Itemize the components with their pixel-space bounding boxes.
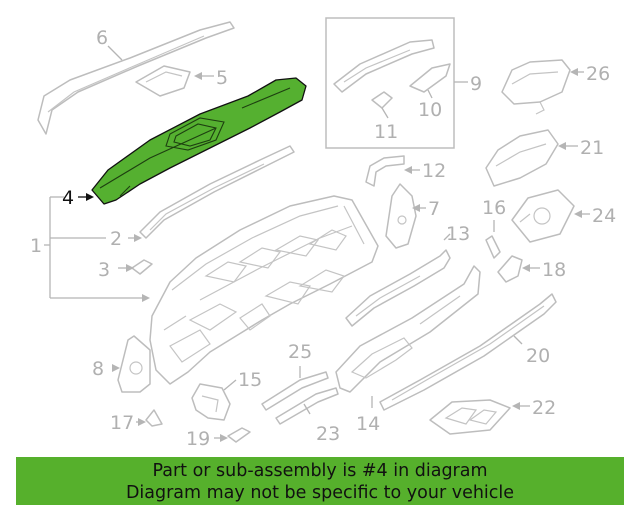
callout-3: 3 <box>98 259 110 281</box>
callout-4: 4 <box>62 187 74 209</box>
callout-22: 22 <box>532 397 556 419</box>
callout-6: 6 <box>96 27 108 49</box>
part-1-bracket <box>44 196 150 302</box>
part-15-bracket[interactable] <box>191 383 231 421</box>
callout-20: 20 <box>526 345 550 367</box>
callout-8: 8 <box>92 358 104 380</box>
callout-14: 14 <box>356 413 380 435</box>
part-20-trim-bar[interactable] <box>379 293 557 411</box>
banner-line-2: Diagram may not be specific to your vehi… <box>125 483 515 503</box>
part-5-cover[interactable] <box>135 65 191 97</box>
part-7-side-panel[interactable] <box>385 183 417 249</box>
callout-9: 9 <box>470 73 482 95</box>
part-4-upper-panel[interactable] <box>91 77 307 205</box>
callout-26: 26 <box>586 63 610 85</box>
part-14-lower-panel[interactable] <box>335 265 481 393</box>
callout-2: 2 <box>110 228 122 250</box>
part-6-trim-strip[interactable] <box>37 21 235 135</box>
part-12-curved-trim[interactable] <box>365 155 405 187</box>
part-8-end-cap[interactable] <box>117 335 151 393</box>
part-24-control-panel[interactable] <box>511 189 575 243</box>
callout-18: 18 <box>542 259 566 281</box>
callout-21: 21 <box>580 137 604 159</box>
callout-5: 5 <box>216 67 228 89</box>
part-3-clip[interactable] <box>131 259 153 275</box>
callout-17: 17 <box>110 412 134 434</box>
callout-10: 10 <box>418 99 442 121</box>
part-16-switch[interactable] <box>485 235 501 259</box>
part-19-button[interactable] <box>227 427 251 443</box>
part-26-module[interactable] <box>501 59 571 115</box>
callout-1: 1 <box>30 235 42 257</box>
part-17-clip[interactable] <box>145 409 163 427</box>
part-25-trim[interactable] <box>261 371 329 411</box>
part-2-strip[interactable] <box>139 145 295 239</box>
info-banner: Part or sub-assembly is #4 in diagram Di… <box>16 457 624 505</box>
callout-11: 11 <box>374 121 398 143</box>
callout-15: 15 <box>238 369 262 391</box>
callout-16: 16 <box>482 197 506 219</box>
callout-24: 24 <box>592 205 616 227</box>
callout-13: 13 <box>446 223 470 245</box>
part-23-trim[interactable] <box>275 387 339 425</box>
banner-line-1: Part or sub-assembly is #4 in diagram <box>152 461 488 481</box>
part-13-trim-strip[interactable] <box>345 249 451 327</box>
main-instrument-panel[interactable] <box>149 195 379 385</box>
parts-diagram: 6 5 4 2 1 3 <box>30 17 616 450</box>
callout-25: 25 <box>288 341 312 363</box>
callout-12: 12 <box>422 160 446 182</box>
callout-19: 19 <box>186 428 210 450</box>
part-21-bracket[interactable] <box>485 129 559 187</box>
callout-7: 7 <box>428 198 440 220</box>
part-22-vent[interactable] <box>429 399 511 435</box>
part-9-box[interactable] <box>325 17 455 149</box>
part-18-module[interactable] <box>497 255 523 283</box>
callout-23: 23 <box>316 423 340 445</box>
